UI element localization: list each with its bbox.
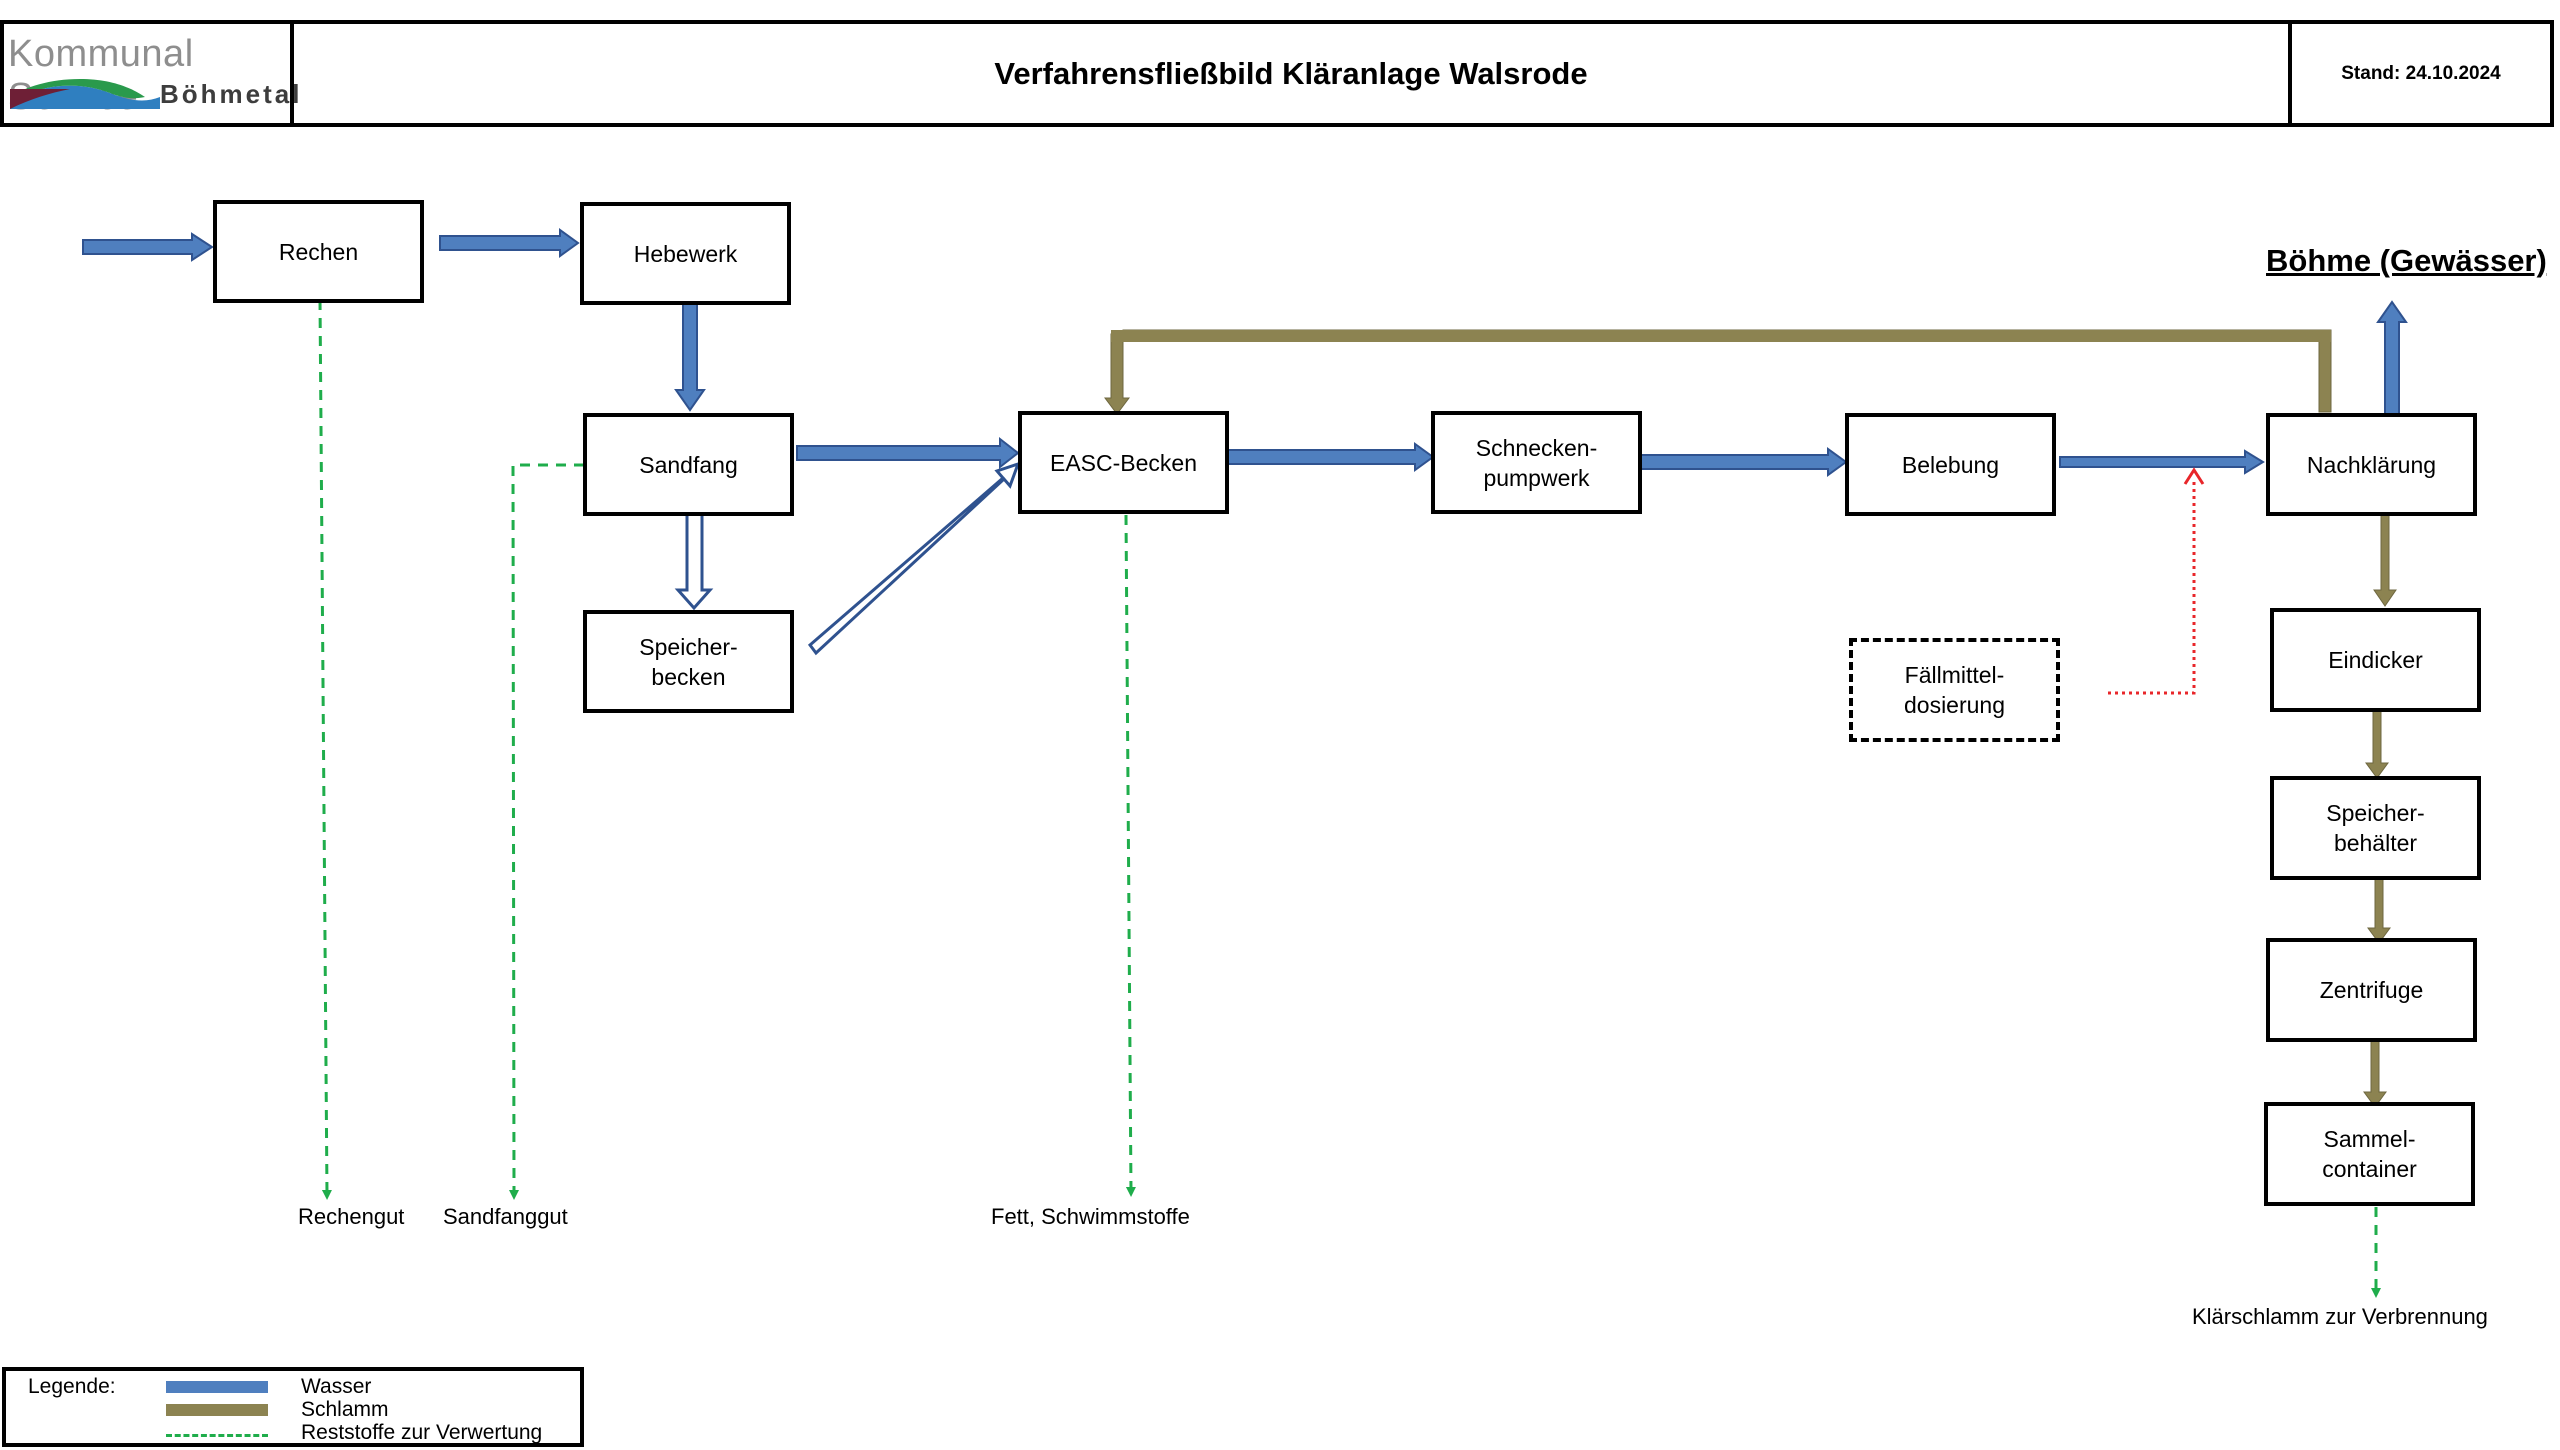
node-sandfang-label: Sandfang <box>639 451 738 478</box>
node-belebung-label: Belebung <box>1901 451 2000 478</box>
node-speicherbehaelter-label-1: Speicher- <box>2326 800 2425 826</box>
output-klaerschlamm: Klärschlamm zur Verbrennung <box>2192 1304 2488 1329</box>
sludge-zentrifuge-to-sammel-arrow <box>2363 1039 2387 1108</box>
legend: Legende: Wasser Schlamm Reststoffe zur V… <box>2 1367 584 1447</box>
node-rechen: Rechen <box>213 200 424 303</box>
water-schnecken-to-belebung-arrow <box>1637 447 1848 477</box>
legend-row-residues: Reststoffe zur Verwertung <box>6 1421 580 1449</box>
legend-residues-label: Reststoffe zur Verwertung <box>301 1421 543 1444</box>
page-title: Verfahrensfließbild Kläranlage Walsrode <box>290 20 2292 127</box>
node-rechen-label: Rechen <box>278 238 359 265</box>
sludge-speicher-to-zentrifuge-arrow <box>2367 878 2391 944</box>
node-schnecken-label-1: Schnecken- <box>1475 434 1598 461</box>
node-sammel-label-2: container <box>2322 1156 2417 1182</box>
water-sandfang-to-speicher-arrow <box>674 509 714 611</box>
residue-sandfang-line <box>508 463 584 1200</box>
node-speicherbecken-label-1: Speicher- <box>639 633 738 660</box>
node-nachklaerung-label: Nachklärung <box>2306 451 2437 478</box>
dosing-line <box>2108 478 2196 695</box>
water-easc-to-schnecken-arrow <box>1225 442 1435 472</box>
node-schneckenpumpwerk: Schnecken-pumpwerk <box>1431 411 1642 514</box>
node-eindicker-label: Eindicker <box>2328 647 2423 673</box>
node-sammel-label-1: Sammel- <box>2323 1126 2416 1152</box>
node-faellmitteldosierung: Fällmittel-dosierung <box>1849 638 2060 742</box>
output-fett: Fett, Schwimmstoffe <box>991 1204 1190 1229</box>
output-sandfanggut: Sandfanggut <box>443 1204 568 1229</box>
water-rechen-to-hebewerk-arrow <box>439 228 580 258</box>
water-hebewerk-to-sandfang-arrow <box>674 301 706 412</box>
residue-rechen-line <box>318 299 332 1200</box>
water-sandfang-to-easc-arrow <box>796 436 1020 470</box>
legend-residues-swatch <box>166 1434 268 1437</box>
sludge-eindicker-to-speicher-arrow <box>2365 710 2389 779</box>
node-nachklaerung: Nachklärung <box>2266 413 2477 516</box>
legend-row-water: Wasser <box>6 1375 580 1403</box>
legend-sludge-label: Schlamm <box>301 1398 389 1421</box>
node-speicherbecken-label-2: becken <box>651 663 726 690</box>
node-schnecken-label-2: pumpwerk <box>1483 464 1590 491</box>
receiving-water-label: Böhme (Gewässer) <box>2266 243 2547 278</box>
legend-water-label: Wasser <box>301 1375 372 1398</box>
node-speicherbehaelter-label-2: behälter <box>2333 830 2418 856</box>
legend-row-sludge: Schlamm <box>6 1398 580 1426</box>
node-zentrifuge-label: Zentrifuge <box>2319 977 2424 1003</box>
node-speicherbehaelter: Speicher-behälter <box>2270 776 2481 880</box>
node-sandfang: Sandfang <box>583 413 794 516</box>
node-easc-label: EASC-Becken <box>1049 449 1197 476</box>
node-sammelcontainer: Sammel-container <box>2264 1102 2475 1206</box>
water-belebung-to-nachklaerung-arrow <box>2059 449 2265 475</box>
output-rechengut: Rechengut <box>298 1204 405 1229</box>
water-storage-flows <box>674 461 1021 656</box>
node-faellmittel-label-2: dosierung <box>1903 692 2006 718</box>
sludge-flows <box>1104 329 2397 1108</box>
water-inflow-arrow <box>82 232 214 262</box>
node-hebewerk-label: Hebewerk <box>633 240 738 267</box>
residue-flows <box>318 299 2381 1298</box>
node-easc-becken: EASC-Becken <box>1018 411 1229 514</box>
dosing-arrowhead <box>2183 467 2205 485</box>
company-logo: Kommunal Service Böhmetal <box>6 24 299 118</box>
water-flows <box>82 228 2408 477</box>
node-speicherbecken: Speicher-becken <box>583 610 794 713</box>
sludge-return-line <box>1104 329 2332 415</box>
logo-wave-icon <box>10 79 160 109</box>
node-belebung: Belebung <box>1845 413 2056 516</box>
dosing-flow <box>2108 467 2205 695</box>
residue-easc-line <box>1124 514 1136 1197</box>
node-faellmittel-label-1: Fällmittel- <box>1904 662 2005 688</box>
water-speicher-to-easc-arrow <box>807 461 1021 656</box>
node-zentrifuge: Zentrifuge <box>2266 938 2477 1042</box>
logo-line2: Böhmetal <box>160 79 303 109</box>
node-hebewerk: Hebewerk <box>580 202 791 305</box>
legend-title: Legende: <box>28 1375 116 1398</box>
revision-date: Stand: 24.10.2024 <box>2288 20 2554 127</box>
sludge-nachklaerung-to-eindicker-arrow <box>2373 514 2397 607</box>
legend-water-swatch <box>166 1381 268 1393</box>
sludge-return-top-bar <box>1111 330 2331 342</box>
legend-sludge-swatch <box>166 1404 268 1416</box>
node-eindicker: Eindicker <box>2270 608 2481 712</box>
water-nachklaerung-to-river-arrow <box>2376 300 2408 416</box>
